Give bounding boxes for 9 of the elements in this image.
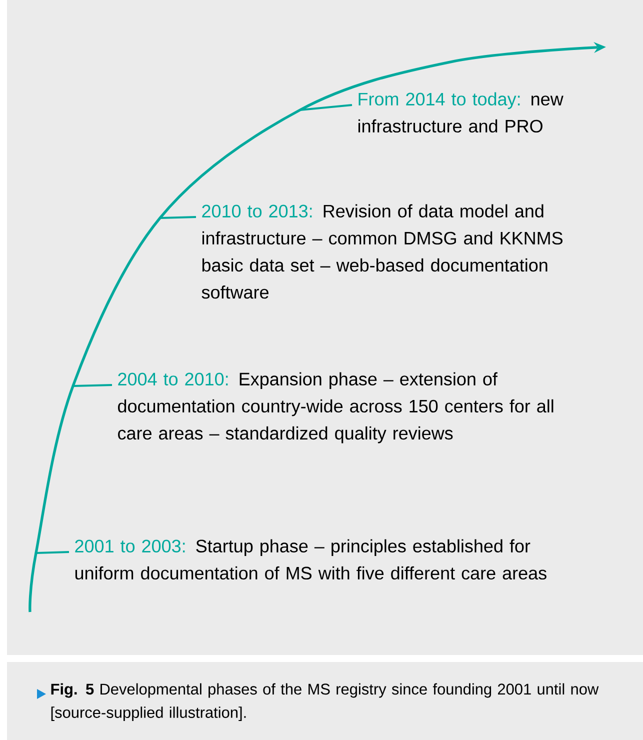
milestone-text: 2001 to 2003: Startup phase – principles established for uniform documentation of MS with five different care areas [75, 539, 546, 580]
milestone-text: 2010 to 2013: Revision of data model and infrastructure – common DMSG and KKNMS basic data set – web-based documentation software [202, 204, 562, 299]
leader-line [72, 384, 112, 387]
milestone-text: From 2014 to today: new infrastructure and PRO [358, 92, 564, 133]
leader-line [300, 104, 352, 111]
leader-line [160, 216, 196, 219]
leader-line [36, 551, 70, 554]
milestone-text: 2004 to 2010: Expansion phase – extension of documentation country-wide across 150 centers for all care areas – standardized quality reviews [118, 372, 554, 444]
caption: Fig. 5 Developmental phases of the MS registry since founding 2001 until now [source-supplied illustration]. [51, 683, 599, 722]
